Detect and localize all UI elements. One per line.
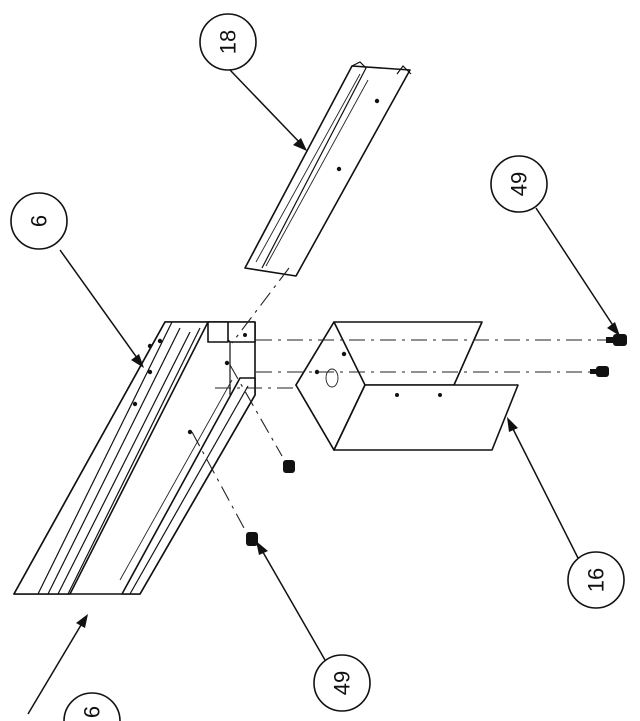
hole xyxy=(395,393,399,397)
hole xyxy=(438,393,442,397)
balloon-16: 16 xyxy=(567,551,625,609)
hole xyxy=(187,429,193,435)
balloon-49-lower-label: 49 xyxy=(330,671,355,695)
balloon-6-upper: 6 xyxy=(10,192,68,250)
leader-lines xyxy=(27,69,620,715)
part-6-channel-rail xyxy=(13,321,256,595)
hole xyxy=(224,360,230,366)
screws-49 xyxy=(246,334,627,546)
hole xyxy=(336,166,342,172)
balloon-18-label: 18 xyxy=(216,30,241,54)
hole xyxy=(132,401,138,407)
balloon-49-upper: 49 xyxy=(490,155,548,213)
balloon-18: 18 xyxy=(199,13,257,71)
hole xyxy=(243,333,247,337)
part-16-bracket xyxy=(295,321,519,451)
hole xyxy=(157,338,163,344)
balloon-49-lower: 49 xyxy=(313,654,371,712)
screw-top-right xyxy=(606,334,627,346)
hole xyxy=(147,369,153,375)
balloon-6-lower: 6 xyxy=(63,692,121,721)
alignment-centerlines xyxy=(191,267,612,529)
balloon-49-upper-label: 49 xyxy=(507,172,532,196)
screw-lower xyxy=(246,532,258,546)
balloon-6-upper-label: 6 xyxy=(27,215,52,227)
balloon-16-label: 16 xyxy=(584,568,609,592)
part-18-angle-bracket xyxy=(244,61,412,277)
hole xyxy=(147,343,153,349)
screw-mid-right xyxy=(590,366,609,377)
balloon-6-lower-label: 6 xyxy=(80,706,105,718)
screw-center xyxy=(283,460,295,473)
hole xyxy=(341,351,347,357)
hole xyxy=(374,98,380,104)
hole xyxy=(314,369,320,375)
bore xyxy=(325,368,339,388)
